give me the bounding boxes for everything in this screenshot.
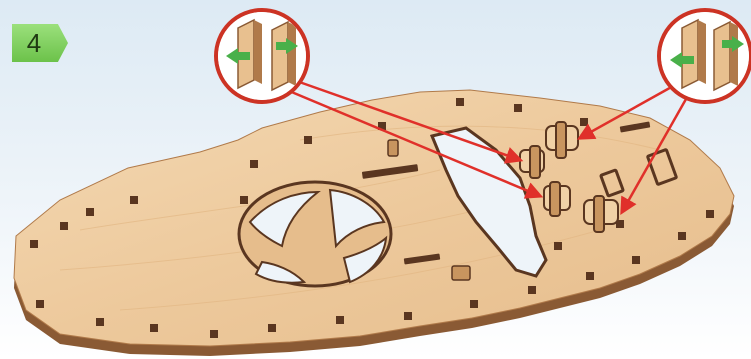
spacer-piece-3 [544, 182, 570, 216]
callout-right [659, 10, 751, 102]
callout-left [216, 10, 308, 102]
spacer-piece-with-green-arrows-icon [218, 12, 306, 100]
spacer-piece-with-green-arrows-icon [661, 12, 749, 100]
chassis-round-cutout [239, 182, 391, 286]
